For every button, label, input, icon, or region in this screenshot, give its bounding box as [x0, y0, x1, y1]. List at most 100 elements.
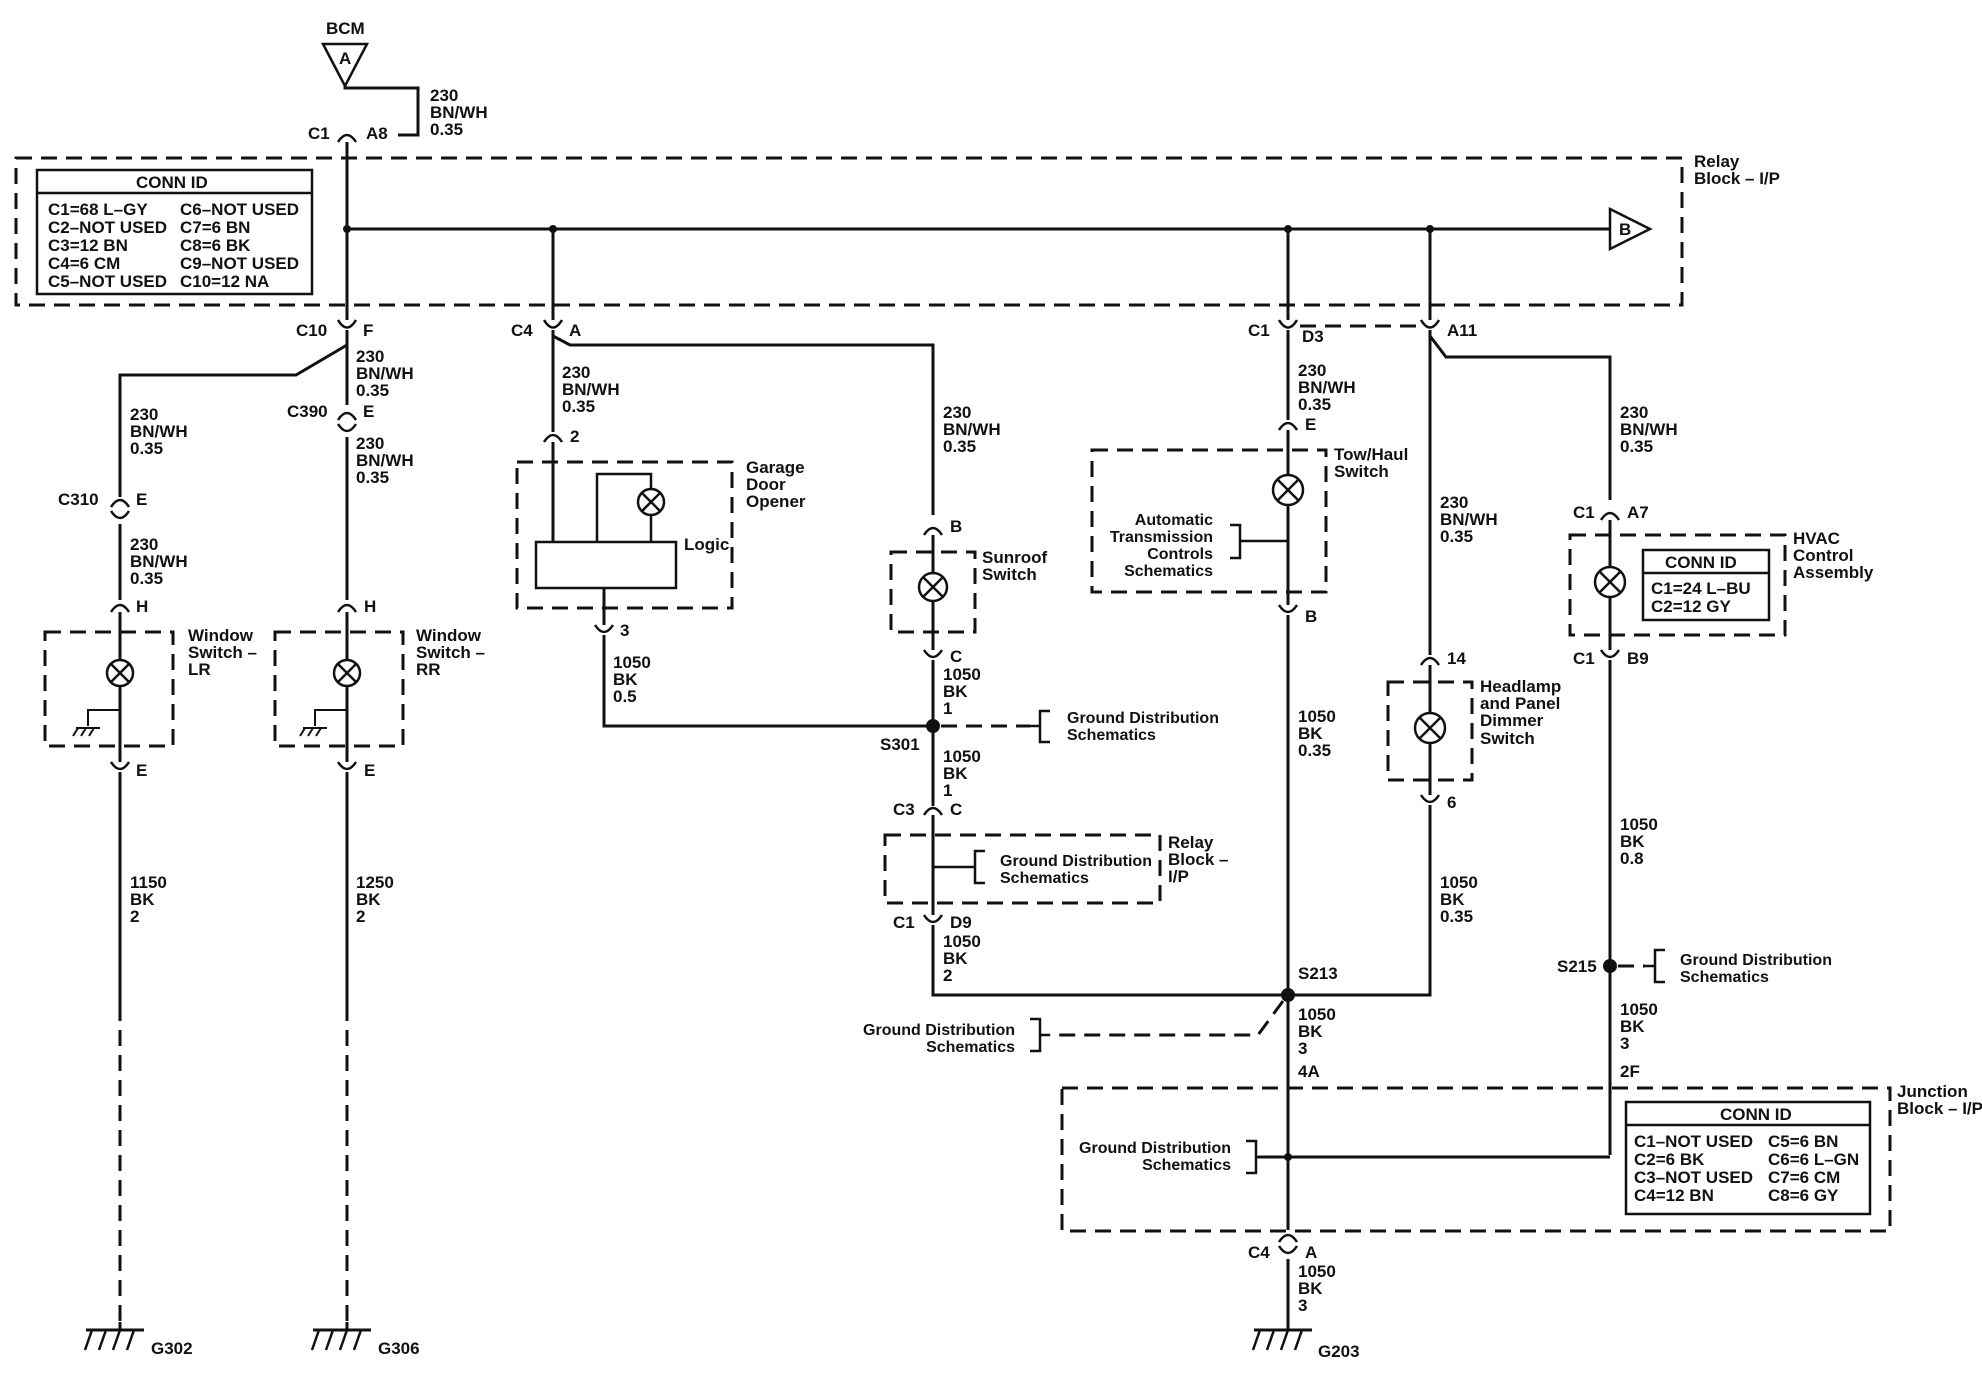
- connector-c3-c: [922, 806, 944, 816]
- component-label: Transmission: [1110, 529, 1213, 546]
- splice-s213: [1281, 988, 1295, 1002]
- ground-label: G306: [378, 1339, 420, 1358]
- conn-id-title: CONN ID: [136, 173, 208, 192]
- wire-dashed: [1050, 1000, 1285, 1037]
- bracket: [1645, 948, 1665, 984]
- connector-label: E: [363, 402, 374, 421]
- conn-id-table-hvac: CONN ID C1=24 L–BU C2=12 GY: [1641, 548, 1771, 622]
- switch-lamp-icon: [922, 576, 944, 598]
- ground-g203-icon: [1251, 1328, 1312, 1351]
- conn-id-title: CONN ID: [1720, 1105, 1792, 1124]
- connector-label: H: [364, 597, 376, 616]
- wire-to-s213: [931, 925, 1288, 997]
- ground-dist-label: Ground Distribution: [1680, 952, 1832, 969]
- conn-id-cell: C1–NOT USED: [1634, 1132, 1753, 1151]
- connector-6: [1419, 794, 1441, 804]
- logic-label: Logic: [684, 535, 729, 554]
- conn-id-cell: C7=6 CM: [1768, 1168, 1840, 1187]
- conn-id-cell: C5=6 BN: [1768, 1132, 1838, 1151]
- component-label: Sunroof: [982, 548, 1047, 567]
- wire-label: 1050: [613, 653, 651, 672]
- garage-door-opener-box: [515, 460, 734, 610]
- ground-g302-icon: [83, 1322, 144, 1351]
- connector-e: [1277, 421, 1299, 431]
- junction-block-ip-box: [1060, 1086, 1892, 1233]
- wire-label: BN/WH: [356, 364, 414, 383]
- wire-label: 0.35: [1298, 741, 1331, 760]
- offpage-b-arrow-icon: [1608, 206, 1653, 252]
- wire-label: BK: [1620, 1017, 1645, 1036]
- wire-label: BK: [613, 670, 638, 689]
- connector-e: [336, 761, 358, 771]
- component-label: Dimmer: [1480, 711, 1544, 730]
- wire-label: 230: [130, 405, 158, 424]
- connector-label: C390: [287, 402, 328, 421]
- wire-label: BN/WH: [562, 380, 620, 399]
- connector-c310-e: [109, 498, 131, 508]
- ground-dist-label: Ground Distribution: [1067, 710, 1219, 727]
- wire-label: 0.35: [1440, 527, 1473, 546]
- component-label: Window: [188, 626, 254, 645]
- connector-3: [593, 624, 615, 634]
- splice-dot: [1284, 1153, 1292, 1161]
- wire-label: 2: [130, 907, 139, 926]
- wire-label: BK: [1298, 724, 1323, 743]
- wire-bcm-feed: [343, 86, 420, 137]
- relay-block-label: Relay: [1694, 152, 1740, 171]
- component-label: I/P: [1168, 867, 1189, 886]
- conn-id-title: CONN ID: [1665, 553, 1737, 572]
- wire-label: 1150: [130, 873, 167, 892]
- conn-id-cell: C6–NOT USED: [180, 200, 299, 219]
- component-label: Door: [746, 475, 786, 494]
- wire-garage-ground: [602, 635, 933, 728]
- splice-label: S301: [880, 735, 920, 754]
- component-label: HVAC: [1793, 529, 1840, 548]
- wire-label: 3: [1620, 1034, 1629, 1053]
- connector-14: [1419, 656, 1441, 666]
- wire-label: BK: [130, 890, 155, 909]
- bcm-pin: A: [339, 49, 351, 68]
- relay-block-ip-inner-box: [883, 833, 1162, 905]
- splice-s215: [1603, 959, 1617, 973]
- component-label: RR: [416, 660, 441, 679]
- wire-label: BK: [943, 949, 968, 968]
- component-label: Switch: [1480, 729, 1535, 748]
- connector-e: [109, 761, 131, 771]
- connector-c390-e: [336, 411, 358, 421]
- wire-label: BK: [943, 764, 968, 783]
- bcm-triangle-icon: [320, 42, 370, 89]
- connector-label: 3: [620, 621, 629, 640]
- window-switch-lr-box: [43, 630, 175, 748]
- wire-label: 1050: [1620, 1000, 1658, 1019]
- component-label: Relay: [1168, 833, 1214, 852]
- connector-label: E: [136, 761, 147, 780]
- lamp-icon: [641, 492, 661, 512]
- wire-label: 1050: [943, 747, 981, 766]
- component-label: Switch –: [416, 643, 485, 662]
- wire-to-lr-window: [118, 343, 348, 497]
- ground-dist-label: Ground Distribution: [1079, 1140, 1231, 1157]
- connector-label: 6: [1447, 793, 1456, 812]
- wire-label: 0.35: [1440, 907, 1473, 926]
- conn-id-cell: C8=6 GY: [1768, 1186, 1839, 1205]
- ground-dist-label: Schematics: [1000, 870, 1089, 887]
- component-label: and Panel: [1480, 694, 1560, 713]
- component-label: Junction: [1897, 1082, 1968, 1101]
- wire-label: 0.35: [430, 120, 463, 139]
- switch-lamp-icon: [1418, 716, 1442, 740]
- conn-id-cell: C7=6 BN: [180, 218, 250, 237]
- component-label: Control: [1793, 546, 1853, 565]
- component-label: Garage: [746, 458, 805, 477]
- bracket: [1230, 523, 1242, 560]
- component-label: Switch: [982, 565, 1037, 584]
- connector-label: C1: [1573, 649, 1595, 668]
- connector-label: C1: [1248, 321, 1270, 340]
- conn-id-cell: C1=24 L–BU: [1651, 579, 1751, 598]
- wire-label: BK: [943, 682, 968, 701]
- wire-label: 1: [943, 699, 952, 718]
- connector-c1-d3: [1277, 319, 1299, 329]
- wire-label: BK: [1620, 832, 1645, 851]
- wire-label: 230: [1440, 493, 1468, 512]
- connector-c1-a7: [1599, 511, 1621, 521]
- wire-label: 0.35: [356, 468, 389, 487]
